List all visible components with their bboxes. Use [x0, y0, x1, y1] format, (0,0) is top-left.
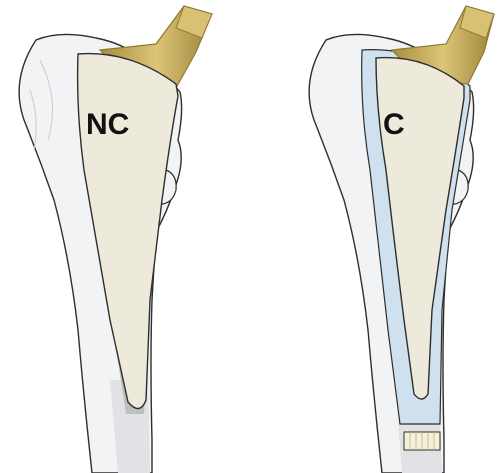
panel-non-cemented [19, 6, 212, 473]
panel-cemented [309, 6, 494, 473]
panel-label-c: C [383, 110, 405, 140]
panel-label-nc: NC [86, 110, 129, 140]
